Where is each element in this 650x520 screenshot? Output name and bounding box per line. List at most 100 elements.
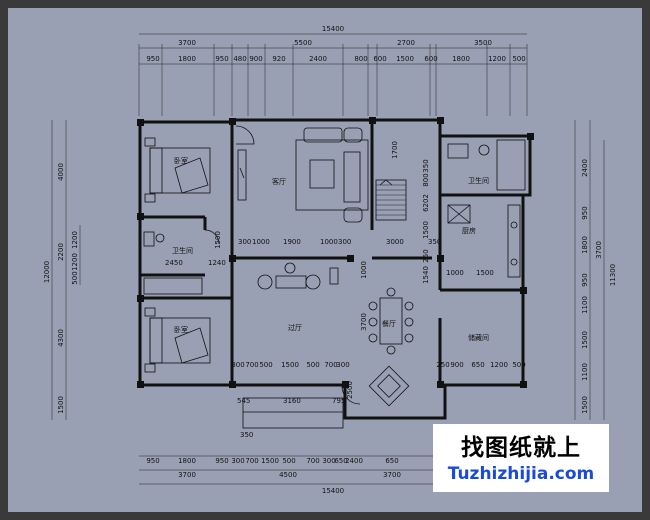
right-chain-dim-4: 950 bbox=[581, 273, 589, 286]
int-dim-a7: 350 bbox=[428, 238, 441, 246]
interior-dims-bed: 1500 1240 2450 bbox=[165, 231, 226, 267]
int-dim-s6: 250 bbox=[422, 249, 430, 262]
room-label-bath2: 卫生间 bbox=[468, 176, 489, 185]
int-dim-s2: 6202 bbox=[422, 194, 430, 212]
top-chain-dim-14: 500 bbox=[512, 55, 525, 63]
int-dim-a5: 300 bbox=[338, 238, 351, 246]
mahjong-table bbox=[368, 365, 410, 407]
kitchen-counter bbox=[447, 204, 521, 278]
left-dim-2: 2200 bbox=[57, 243, 65, 261]
bottom-overall-dim: 15400 bbox=[322, 487, 344, 495]
int-dim-a2: 1000 bbox=[252, 238, 270, 246]
top-chain-dim-1: 950 bbox=[146, 55, 159, 63]
left-dim-7: 500 bbox=[71, 271, 79, 284]
right-chain-dim-7: 1100 bbox=[581, 363, 589, 381]
right-chain-dim-1: 2400 bbox=[581, 159, 589, 177]
int-dim-a4: 1000 bbox=[320, 238, 338, 246]
left-dim-1: 4000 bbox=[57, 163, 65, 181]
top-chain-dim-8: 800 bbox=[354, 55, 367, 63]
right-overall-dim: 11300 bbox=[609, 264, 617, 286]
top-chain-dim-2: 1800 bbox=[178, 55, 196, 63]
interior-dims-row-a: 300 1000 1900 1000 300 3000 350 bbox=[238, 238, 441, 246]
int-dim-p2: 3160 bbox=[283, 397, 301, 405]
right-chain-dim-2: 950 bbox=[581, 206, 589, 219]
right-chain-dim-5: 1100 bbox=[581, 296, 589, 314]
int-dim-s3: 800 bbox=[422, 173, 430, 186]
int-dim-row-b-6: 700 bbox=[324, 361, 337, 369]
int-dim-row-b-1: 300 bbox=[231, 361, 244, 369]
int-dim-d2: 3700 bbox=[360, 313, 368, 331]
bottom-chain-dim-8: 700 bbox=[306, 457, 319, 465]
top-chain-dim-9: 600 bbox=[373, 55, 386, 63]
int-dim-s5: 1500 bbox=[422, 221, 430, 239]
int-dim-row-b-7: 300 bbox=[336, 361, 349, 369]
bottom-chain-dim-6: 1500 bbox=[261, 457, 279, 465]
bottom-dim-3: 3700 bbox=[383, 471, 401, 479]
porch bbox=[242, 397, 344, 429]
int-dim-bath-w: 2450 bbox=[165, 259, 183, 267]
room-label-living: 客厅 bbox=[272, 177, 286, 186]
bottom-chain-dim-4: 300 bbox=[231, 457, 244, 465]
bed-1 bbox=[144, 137, 211, 203]
bottom-chain-dim-2: 1800 bbox=[178, 457, 196, 465]
int-dim-row-b-11: 1200 bbox=[490, 361, 508, 369]
bed-2 bbox=[144, 307, 211, 373]
room-label-dining: 餐厅 bbox=[382, 319, 396, 328]
int-dim-row-b-9: 900 bbox=[450, 361, 463, 369]
room-label-bedroom2: 卧室 bbox=[174, 325, 188, 334]
bottom-chain-dim-12: 650 bbox=[385, 457, 398, 465]
int-dim-row-b-10: 650 bbox=[471, 361, 484, 369]
interior-dims-kitchen: 1000 1500 bbox=[446, 269, 494, 277]
int-dim-a1: 300 bbox=[238, 238, 251, 246]
bottom-dim-1: 3700 bbox=[178, 471, 196, 479]
top-dim-2: 5500 bbox=[294, 39, 312, 47]
room-label-kitchen: 厨房 bbox=[462, 226, 476, 235]
doors bbox=[204, 125, 361, 405]
int-dim-row-b-2: 700 bbox=[245, 361, 258, 369]
room-label-hall: 过厅 bbox=[288, 323, 302, 332]
watermark-badge: 找图纸就上 Tuzhizhijia.com bbox=[433, 424, 609, 492]
bottom-chain-dim-5: 700 bbox=[245, 457, 258, 465]
top-chain-dim-11: 600 bbox=[424, 55, 437, 63]
hall-furniture bbox=[257, 262, 339, 290]
top-chain-dim-10: 1500 bbox=[396, 55, 414, 63]
right-chain-dim-8: 1500 bbox=[581, 396, 589, 414]
left-dimensions: 12000 4000 2200 4300 1500 1200 1200 500 bbox=[43, 120, 81, 420]
right-chain-dim-3: 1800 bbox=[581, 236, 589, 254]
top-chain-dim-4: 480 bbox=[233, 55, 246, 63]
int-dim-row-b-3: 500 bbox=[259, 361, 272, 369]
sofa-set bbox=[295, 127, 369, 223]
bottom-chain-dim-7: 500 bbox=[282, 457, 295, 465]
columns bbox=[137, 117, 534, 388]
top-chain-dim-12: 1800 bbox=[452, 55, 470, 63]
left-dim-4: 1500 bbox=[57, 396, 65, 414]
interior-dims-porch: 545 3160 795 350 bbox=[237, 397, 345, 439]
int-dim-d1: 1000 bbox=[360, 261, 368, 279]
int-dim-k1: 1000 bbox=[446, 269, 464, 277]
top-chain-dim-7: 2400 bbox=[309, 55, 327, 63]
int-dim-k2: 1500 bbox=[476, 269, 494, 277]
left-dim-3: 4300 bbox=[57, 329, 65, 347]
interior-dims-stair: 1700 6202 800 350 1500 250 1540 bbox=[391, 141, 430, 284]
bottom-dim-2: 4500 bbox=[279, 471, 297, 479]
right-chain-dim-6: 1500 bbox=[581, 331, 589, 349]
top-overall-dim: 15400 bbox=[322, 25, 344, 33]
int-dim-s1: 1700 bbox=[391, 141, 399, 159]
bottom-chain-dim-3: 950 bbox=[215, 457, 228, 465]
int-dim-row-b-5: 500 bbox=[306, 361, 319, 369]
int-dim-a3: 1900 bbox=[283, 238, 301, 246]
room-label-utility: 储藏间 bbox=[468, 333, 489, 342]
top-chain-dim-13: 1200 bbox=[488, 55, 506, 63]
stairs bbox=[375, 179, 407, 221]
top-dim-3: 2700 bbox=[397, 39, 415, 47]
room-label-bedroom1: 卧室 bbox=[174, 156, 188, 165]
int-dim-d3: 2500 bbox=[346, 381, 354, 399]
dining-table bbox=[368, 287, 414, 355]
walls bbox=[138, 118, 532, 420]
int-dim-row-b-8: 250 bbox=[436, 361, 449, 369]
bottom-chain-dim-9: 300 bbox=[322, 457, 335, 465]
